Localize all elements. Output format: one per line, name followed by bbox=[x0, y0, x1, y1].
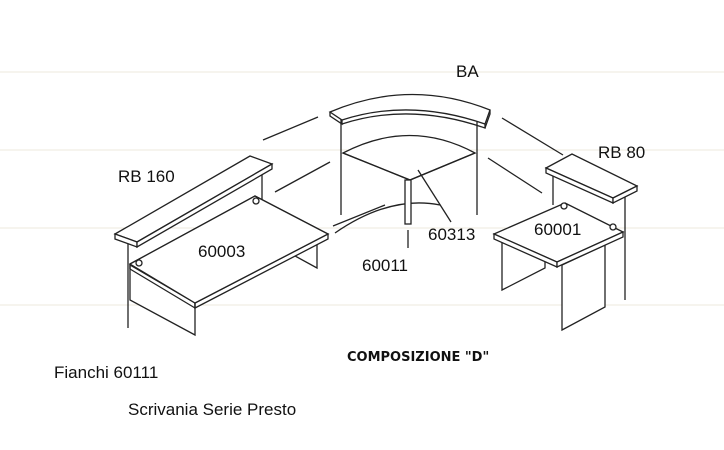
label-rb160: RB 160 bbox=[118, 167, 175, 186]
label-leg-60011: 60011 bbox=[362, 256, 409, 275]
corner-unit-ba bbox=[328, 93, 491, 248]
desk-60003 bbox=[127, 168, 330, 337]
label-desk-60001: 60001 bbox=[534, 220, 582, 239]
label-corner-60313: 60313 bbox=[428, 225, 476, 244]
shelf-rb80 bbox=[544, 153, 639, 205]
label-rb80: RB 80 bbox=[598, 143, 646, 162]
connector-lines bbox=[262, 116, 564, 227]
label-side-panels: Fianchi 60111 bbox=[54, 363, 159, 382]
caption: Scrivania Serie Presto bbox=[128, 400, 297, 419]
composition-title: COMPOSIZIONE "D" bbox=[347, 350, 490, 365]
label-ba: BA bbox=[456, 62, 479, 81]
label-desk-60003: 60003 bbox=[198, 242, 246, 261]
shelf-rb160 bbox=[113, 155, 274, 249]
desk-60001 bbox=[492, 165, 626, 332]
